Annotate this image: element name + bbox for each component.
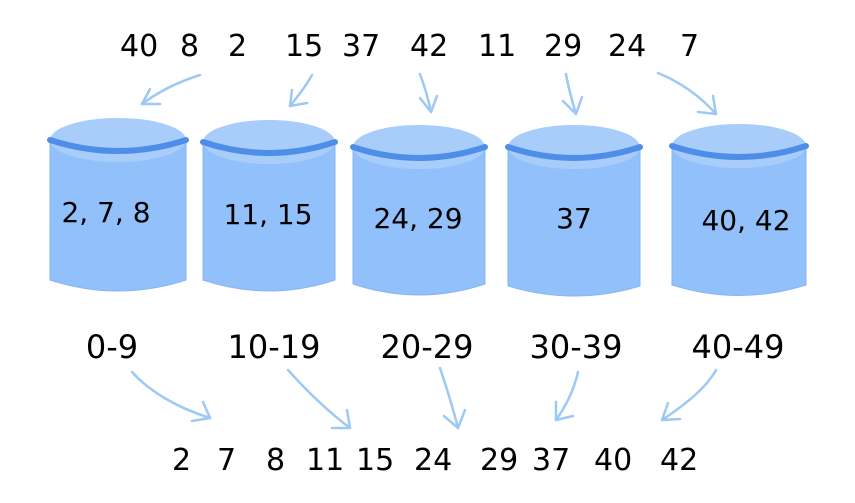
- arrow-out-of-bucket-0: [130, 370, 212, 423]
- bucket-rim: [669, 143, 809, 160]
- output-number: 8: [266, 443, 285, 478]
- bucket-3: 37: [505, 125, 643, 297]
- bucket-top: [353, 125, 485, 169]
- arrow-into-bucket-4: [656, 71, 718, 116]
- arrow-out-of-bucket-4: [660, 368, 718, 422]
- bucket-range-label: 20-29: [381, 328, 474, 366]
- output-number: 37: [532, 443, 570, 478]
- output-row: 2 7 8 11 15 24 29 37 40 42: [172, 443, 698, 478]
- output-number: 7: [217, 443, 236, 478]
- input-number: 42: [410, 29, 448, 64]
- bucket-rim: [505, 144, 643, 161]
- input-number: 40: [120, 29, 158, 64]
- bucket-4: 40, 42: [669, 124, 809, 296]
- arrow-into-bucket-2: [418, 72, 439, 114]
- input-number: 7: [680, 29, 699, 64]
- input-number: 29: [544, 29, 582, 64]
- output-number: 40: [594, 443, 632, 478]
- bucket-contents: 24, 29: [373, 202, 462, 235]
- input-number: 24: [608, 29, 646, 64]
- bucket-rim: [200, 139, 338, 156]
- bucket-contents: 40, 42: [701, 204, 790, 237]
- arrow-out-of-bucket-3: [554, 370, 580, 422]
- range-labels: 0-9 10-19 20-29 30-39 40-49: [86, 328, 785, 366]
- output-number: 24: [414, 443, 452, 478]
- input-number: 11: [478, 29, 516, 64]
- bucket-0: 2, 7, 8: [47, 118, 189, 292]
- bucket-top: [203, 120, 335, 164]
- output-number: 15: [356, 443, 394, 478]
- arrow-into-bucket-3: [561, 72, 584, 116]
- bucket-top: [508, 125, 640, 169]
- input-number: 37: [342, 29, 380, 64]
- bucket-1: 11, 15: [200, 120, 338, 292]
- bucket-top: [672, 124, 806, 168]
- output-arrows: [130, 366, 718, 430]
- input-row: 40 8 2 15 37 42 11 29 24 7: [120, 29, 699, 64]
- bucket-rim: [350, 144, 488, 161]
- arrow-into-bucket-0: [140, 73, 202, 106]
- bucket-contents: 11, 15: [223, 198, 312, 231]
- input-number: 15: [285, 29, 323, 64]
- arrow-out-of-bucket-2: [438, 366, 467, 430]
- input-number: 8: [180, 29, 199, 64]
- bucket-rim: [47, 137, 189, 154]
- bucket-range-label: 10-19: [228, 328, 321, 366]
- bucket-range-label: 30-39: [530, 328, 623, 366]
- bucket-2: 24, 29: [350, 125, 488, 296]
- bucket-range-label: 40-49: [692, 328, 785, 366]
- bucket-contents: 37: [556, 202, 592, 235]
- arrow-out-of-bucket-1: [286, 368, 352, 430]
- arrow-into-bucket-1: [288, 73, 314, 108]
- input-number: 2: [228, 29, 247, 64]
- bucket-range-label: 0-9: [86, 328, 138, 366]
- bucket-top: [50, 118, 186, 162]
- output-number: 29: [480, 443, 518, 478]
- output-number: 42: [660, 443, 698, 478]
- output-number: 11: [306, 443, 344, 478]
- output-number: 2: [172, 443, 191, 478]
- input-arrows: [140, 71, 718, 116]
- bucket-contents: 2, 7, 8: [61, 196, 150, 229]
